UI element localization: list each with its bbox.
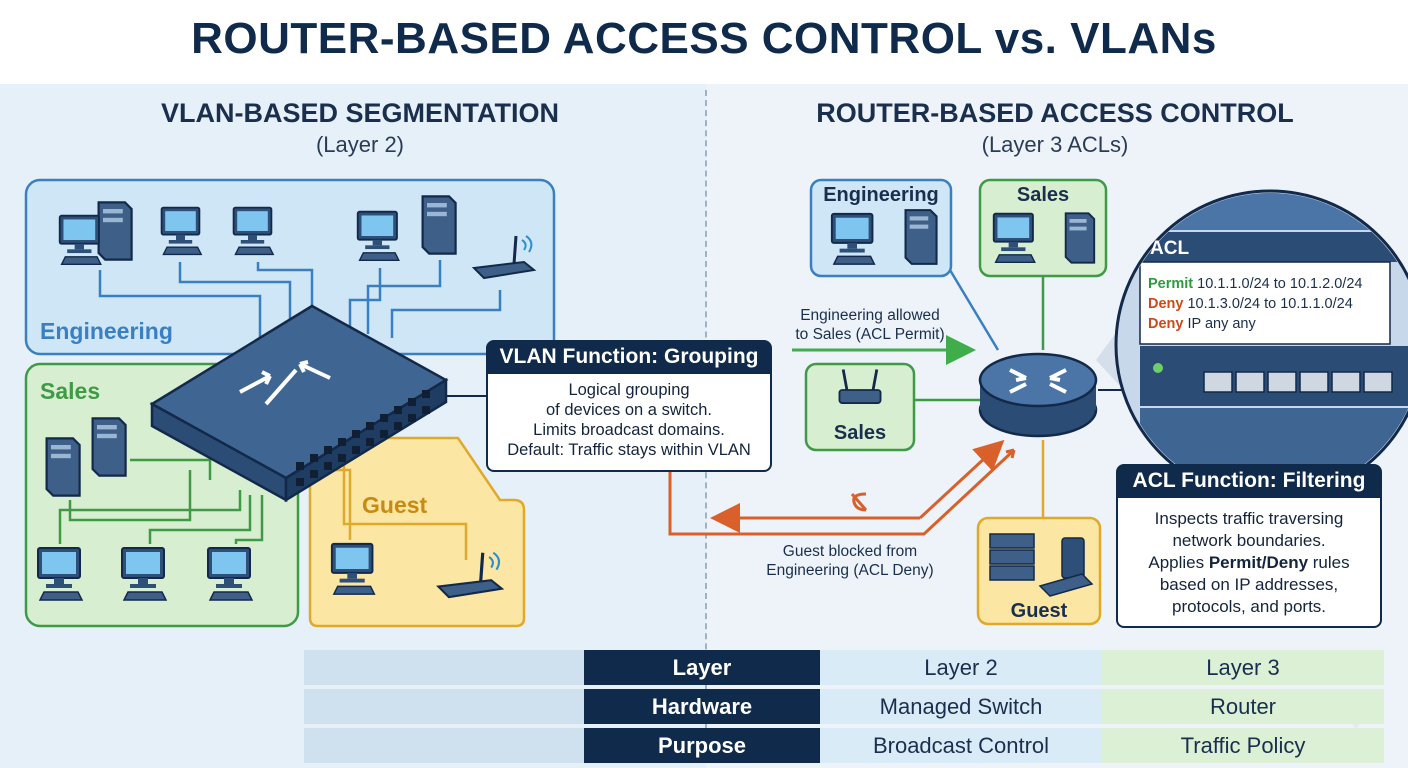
table-layer3-cell: Router bbox=[1102, 689, 1384, 724]
sales-zone-label: Sales bbox=[40, 378, 101, 404]
acl-callout-text: rules bbox=[1308, 553, 1350, 572]
guest-zone-label: Guest bbox=[362, 492, 428, 518]
page-title: ROUTER-BASED ACCESS CONTROL vs. VLANs bbox=[191, 14, 1217, 63]
deny-note-line: Engineering (ACL Deny) bbox=[766, 562, 934, 579]
eng-pc-2-icon bbox=[160, 206, 203, 256]
sales-server-2-icon bbox=[91, 417, 127, 477]
sales-pc-3-icon bbox=[207, 547, 253, 601]
router-icon bbox=[978, 352, 1098, 438]
managed-switch-icon bbox=[149, 304, 449, 503]
eng-pc-1-icon bbox=[58, 214, 102, 266]
acl-rule-text: 10.1.3.0/24 to 10.1.1.0/24 bbox=[1183, 296, 1353, 312]
left-section-subtitle: (Layer 2) bbox=[315, 132, 405, 157]
table-header-cell: Layer bbox=[584, 650, 820, 685]
sales-server-1-icon bbox=[45, 437, 81, 497]
table-layer2-cell: Layer 2 bbox=[820, 650, 1102, 685]
sales-top-server-icon bbox=[1064, 212, 1096, 264]
acl-callout-line: based on IP addresses, bbox=[1159, 575, 1339, 594]
permit-note-line: to Sales (ACL Permit) bbox=[795, 326, 945, 343]
table-header-cell: Purpose bbox=[584, 728, 820, 763]
table-spacer-cell bbox=[304, 728, 584, 763]
engineering-node-server-icon bbox=[904, 209, 938, 265]
vlan-callout-line: Limits broadcast domains. bbox=[533, 421, 725, 439]
sales-top-pc-icon bbox=[992, 212, 1036, 264]
acl-rule-3: Deny IP any any bbox=[1148, 316, 1256, 332]
acl-callout-line: Applies Permit/Deny rules bbox=[1118, 552, 1380, 574]
acl-rule-text: IP any any bbox=[1183, 316, 1256, 332]
deny-arrow bbox=[668, 439, 1016, 536]
left-section-title: VLAN-BASED SEGMENTATION bbox=[161, 98, 559, 128]
permit-note-line: Engineering allowed bbox=[800, 307, 940, 324]
acl-callout-title: ACL Function: Filtering bbox=[1116, 464, 1382, 498]
acl-callout-line: Inspects traffic traversing bbox=[1154, 509, 1344, 528]
permit-note: Engineering allowed to Sales (ACL Permit… bbox=[770, 306, 970, 344]
table-spacer-cell bbox=[304, 650, 584, 685]
table-row: Hardware Managed Switch Router bbox=[304, 689, 1384, 724]
acl-callout-body: Inspects traffic traversing network boun… bbox=[1116, 498, 1382, 628]
acl-rule-2: Deny 10.1.3.0/24 to 10.1.1.0/24 bbox=[1148, 296, 1353, 312]
deny-note: Guest blocked from Engineering (ACL Deny… bbox=[740, 542, 960, 580]
eng-pc-4-icon bbox=[356, 210, 400, 262]
sales-top-node-label: Sales bbox=[1016, 184, 1070, 206]
acl-panel-heading: ACL bbox=[1150, 238, 1190, 259]
acl-callout-text: Applies bbox=[1148, 553, 1209, 572]
sales-pc-2-icon bbox=[121, 547, 167, 601]
deny-note-line: Guest blocked from bbox=[782, 543, 918, 560]
acl-rule-action: Deny bbox=[1148, 316, 1184, 332]
table-spacer-cell bbox=[304, 689, 584, 724]
engineering-zone-label: Engineering bbox=[40, 318, 173, 344]
acl-zoom-panel bbox=[1096, 189, 1408, 501]
vlan-callout-title: VLAN Function: Grouping bbox=[486, 340, 772, 374]
guest-pc-icon bbox=[330, 542, 376, 596]
vlan-callout-line: Logical grouping bbox=[568, 381, 690, 399]
sales-left-node-label: Sales bbox=[833, 422, 887, 444]
table-layer2-cell: Broadcast Control bbox=[820, 728, 1102, 763]
acl-rule-text: 10.1.1.0/24 to 10.1.2.0/24 bbox=[1193, 276, 1363, 292]
acl-rule-1: Permit 10.1.1.0/24 to 10.1.2.0/24 bbox=[1148, 276, 1362, 292]
acl-rule-action: Permit bbox=[1148, 276, 1194, 292]
guest-node-label: Guest bbox=[1010, 600, 1068, 622]
vlan-callout-body: Logical grouping of devices on a switch.… bbox=[486, 374, 772, 472]
table-layer2-cell: Managed Switch bbox=[820, 689, 1102, 724]
vlan-callout-line: Default: Traffic stays within VLAN bbox=[507, 441, 751, 459]
sales-left-node-box bbox=[804, 362, 916, 452]
guest-node-tablet-icon bbox=[1038, 537, 1094, 597]
eng-pc-3-icon bbox=[232, 206, 275, 256]
acl-callout-line: network boundaries. bbox=[1172, 531, 1326, 550]
eng-server-1-icon bbox=[97, 201, 133, 261]
right-section-subtitle: (Layer 3 ACLs) bbox=[981, 132, 1129, 157]
table-layer3-cell: Traffic Policy bbox=[1102, 728, 1384, 763]
acl-callout-bold: Permit/Deny bbox=[1208, 553, 1309, 572]
table-layer3-cell: Layer 3 bbox=[1102, 650, 1384, 685]
comparison-table: Layer Layer 2 Layer 3 Hardware Managed S… bbox=[304, 646, 1384, 767]
table-row: Purpose Broadcast Control Traffic Policy bbox=[304, 728, 1384, 763]
vlan-callout-line: of devices on a switch. bbox=[546, 401, 712, 419]
acl-rule-action: Deny bbox=[1148, 296, 1184, 312]
engineering-node-label: Engineering bbox=[823, 184, 939, 206]
acl-callout-line: protocols, and ports. bbox=[1171, 597, 1327, 616]
table-row: Layer Layer 2 Layer 3 bbox=[304, 650, 1384, 685]
right-section-title: ROUTER-BASED ACCESS CONTROL bbox=[816, 98, 1294, 128]
table-header-cell: Hardware bbox=[584, 689, 820, 724]
guest-node-server-icon bbox=[989, 533, 1035, 581]
eng-server-2-icon bbox=[421, 195, 457, 255]
engineering-node-pc-icon bbox=[830, 212, 876, 266]
sales-pc-1-icon bbox=[37, 547, 83, 601]
